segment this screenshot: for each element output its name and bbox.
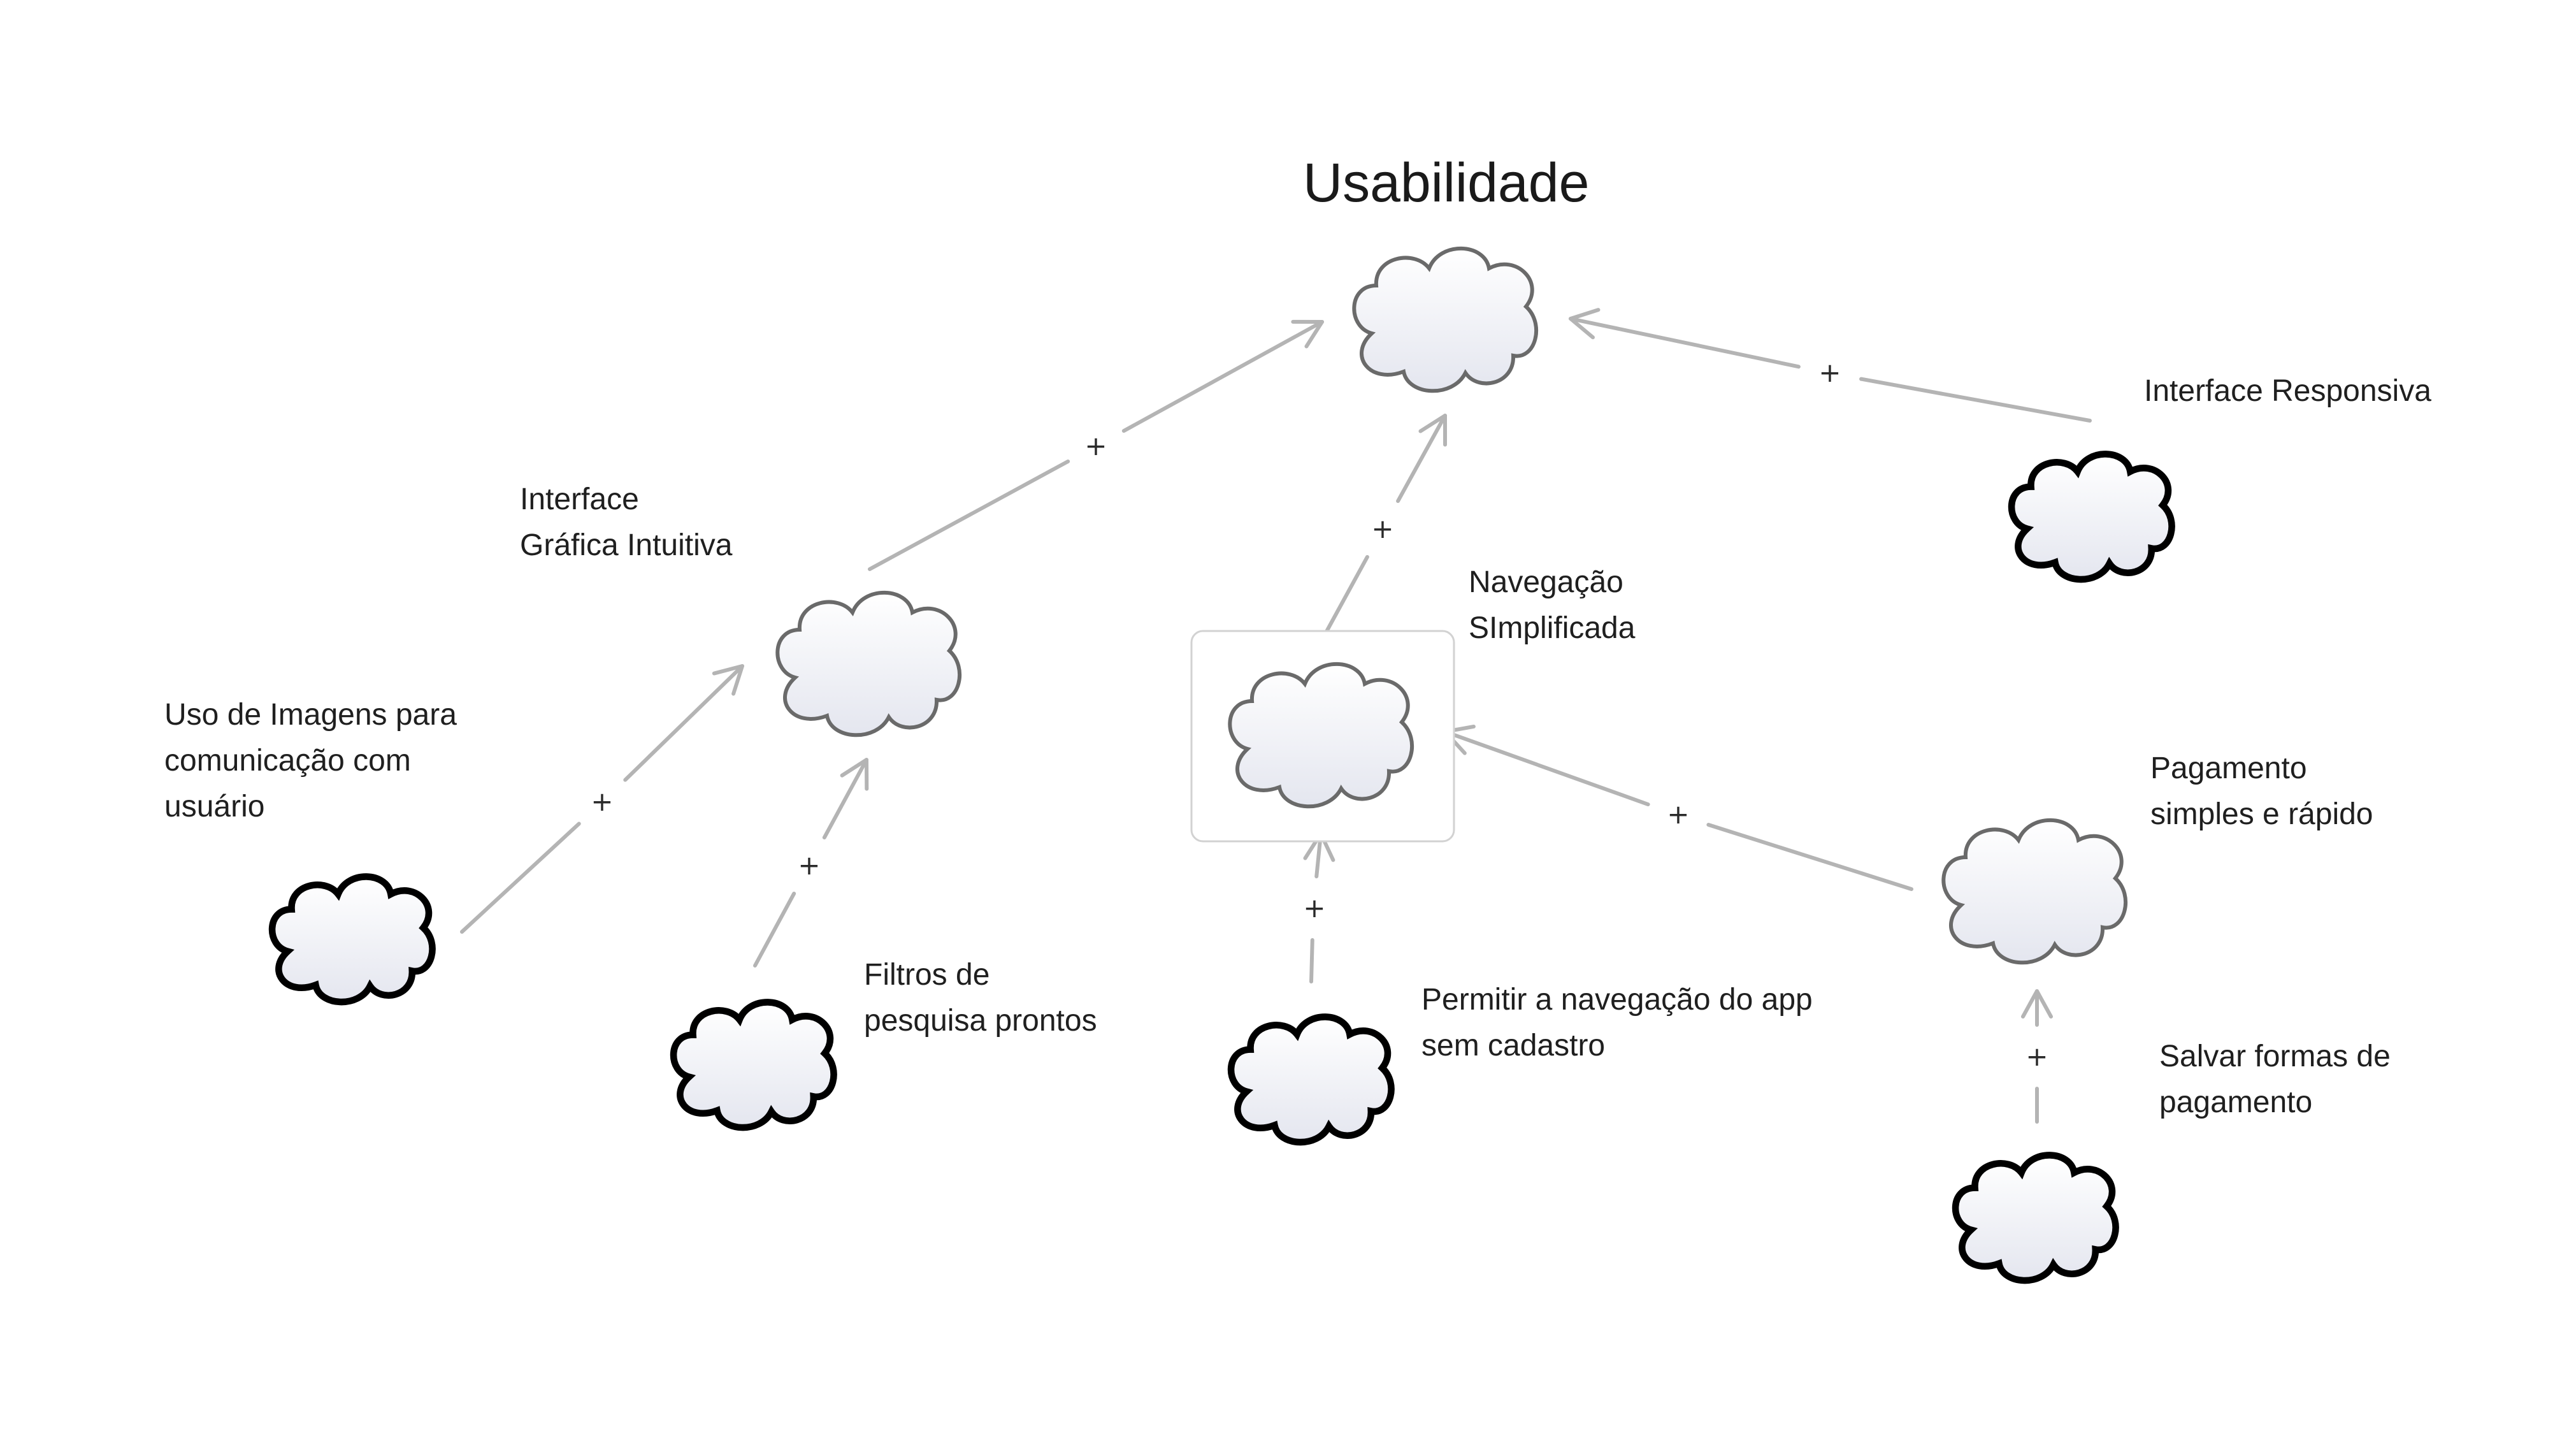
link-grafica-to-usabilidade[interactable] bbox=[868, 319, 1324, 571]
cloud-node-navegacao[interactable] bbox=[1230, 664, 1412, 806]
label-imagens: Uso de Imagens para comunicação com usuá… bbox=[164, 698, 457, 823]
link-imagens-to-grafica[interactable] bbox=[460, 664, 744, 934]
cloud-node-usabilidade[interactable] bbox=[1354, 249, 1536, 391]
link-plus-label: + bbox=[798, 850, 820, 881]
label-interface-responsiva: Interface Responsiva bbox=[2144, 374, 2431, 408]
arrowhead bbox=[1418, 414, 1448, 447]
label-salvar: Salvar formas de pagamento bbox=[2159, 1040, 2391, 1119]
label-filtros: Filtros de pesquisa prontos bbox=[864, 958, 1097, 1038]
diagram-title: Usabilidade bbox=[1303, 152, 1590, 214]
arrowhead bbox=[2021, 989, 2053, 1019]
cloud-node-interface-grafica[interactable] bbox=[777, 593, 960, 735]
link-plus-label: + bbox=[591, 786, 613, 817]
link-plus-label: + bbox=[1084, 430, 1107, 461]
link-plus-label: + bbox=[1303, 892, 1325, 924]
cloud-node-salvar[interactable] bbox=[1955, 1155, 2115, 1280]
link-plus-label: + bbox=[1818, 357, 1841, 388]
label-pagamento: Pagamento simples e rápido bbox=[2150, 751, 2373, 831]
cloud-node-filtros[interactable] bbox=[673, 1002, 833, 1127]
link-plus-label: + bbox=[2026, 1041, 2048, 1072]
connection-lines bbox=[460, 308, 2092, 1124]
cloud-node-responsiva[interactable] bbox=[2011, 454, 2171, 579]
arrowhead bbox=[1291, 319, 1324, 349]
label-sem-cadastro: Permitir a navegação do app sem cadastro bbox=[1421, 983, 1813, 1062]
link-salvar-to-pagamento[interactable] bbox=[2021, 989, 2053, 1124]
arrowhead bbox=[712, 664, 744, 696]
cloud-node-pagamento[interactable] bbox=[1943, 820, 2126, 962]
cloud-node-imagens[interactable] bbox=[272, 876, 432, 1002]
link-plus-label: + bbox=[1371, 513, 1393, 544]
arrowhead bbox=[840, 758, 869, 791]
link-navegacao-to-usabilidade[interactable] bbox=[1322, 414, 1448, 638]
link-responsiva-to-usabilidade[interactable] bbox=[1569, 308, 2092, 423]
label-navegacao: Navegação SImplificada bbox=[1469, 565, 1636, 645]
link-plus-label: + bbox=[1667, 799, 1689, 830]
arrowhead bbox=[1569, 308, 1601, 340]
cloud-node-sem-cadastro[interactable] bbox=[1231, 1017, 1391, 1142]
link-filtros-to-grafica[interactable] bbox=[753, 758, 869, 968]
label-interface-grafica: Interface Gráfica Intuitiva bbox=[520, 482, 733, 562]
